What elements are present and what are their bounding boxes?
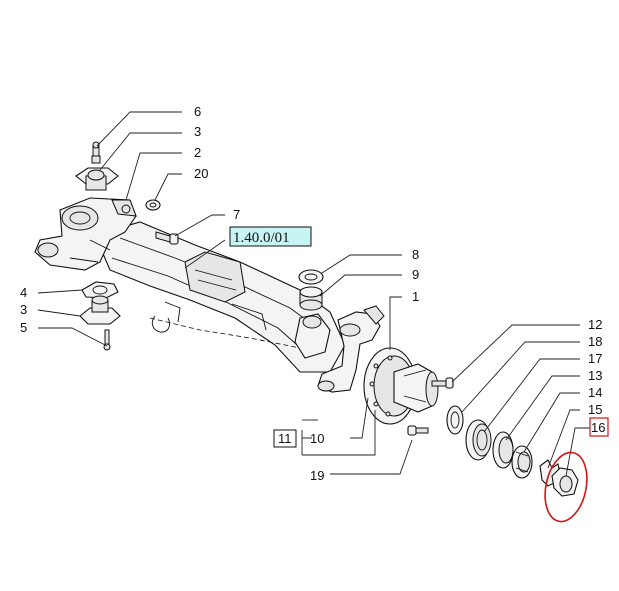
lower-kingpin-cap xyxy=(79,295,121,325)
bearing-14 xyxy=(511,445,533,479)
left-knuckle xyxy=(34,197,137,271)
reference-label[interactable]: 1.40.0/01 xyxy=(229,226,312,247)
callout-numbers: 6 3 2 20 7 8 9 1 4 3 5 12 18 17 13 14 15… xyxy=(20,104,609,483)
axle-beam xyxy=(94,221,346,373)
callout-13[interactable]: 13 xyxy=(588,368,602,383)
callout-1[interactable]: 1 xyxy=(412,289,419,304)
reference-label-box xyxy=(229,226,312,247)
bolt-12 xyxy=(431,377,454,389)
callout-6[interactable]: 6 xyxy=(194,104,201,119)
grease-nipple-bottom xyxy=(103,329,111,351)
callout-5[interactable]: 5 xyxy=(20,320,27,335)
right-knuckle xyxy=(317,305,385,393)
leader-lines xyxy=(37,111,590,477)
callout-4[interactable]: 4 xyxy=(20,285,27,300)
callout-16-box[interactable]: 16 xyxy=(589,417,609,437)
grease-nipple-top xyxy=(91,141,101,164)
callout-7[interactable]: 7 xyxy=(233,207,240,222)
callout-20[interactable]: 20 xyxy=(194,166,208,181)
bushing-9 xyxy=(299,286,323,311)
wheel-hub xyxy=(363,347,439,425)
callout-17[interactable]: 17 xyxy=(588,351,602,366)
seal-ring-8 xyxy=(298,269,324,285)
bearing-13 xyxy=(492,431,514,469)
callout-3[interactable]: 3 xyxy=(194,124,201,139)
upper-kingpin-cap xyxy=(75,167,119,191)
callout-18[interactable]: 18 xyxy=(588,334,602,349)
lower-bushing-4 xyxy=(81,281,119,299)
callout-16: 16 xyxy=(591,420,605,435)
callout-2[interactable]: 2 xyxy=(194,145,201,160)
washer-20 xyxy=(145,199,161,211)
bearing-ring-17 xyxy=(465,419,492,461)
callout-12[interactable]: 12 xyxy=(588,317,602,332)
callout-19[interactable]: 19 xyxy=(310,468,324,483)
callout-15[interactable]: 15 xyxy=(588,402,602,417)
bolt-7 xyxy=(155,231,179,245)
bolt-19 xyxy=(407,425,429,436)
callout-11-box[interactable]: 11 xyxy=(273,429,297,448)
seal-18 xyxy=(446,405,464,435)
callout-9[interactable]: 9 xyxy=(412,267,419,282)
callout-3-lower[interactable]: 3 xyxy=(20,302,27,317)
reference-label-text: 1.40.0/01 xyxy=(233,230,290,246)
callout-10[interactable]: 10 xyxy=(310,431,324,446)
callout-11: 11 xyxy=(278,431,292,446)
highlight-circle xyxy=(544,451,588,523)
callout-8[interactable]: 8 xyxy=(412,247,419,262)
hub-nut-16 xyxy=(551,467,579,497)
callout-14[interactable]: 14 xyxy=(588,385,602,400)
